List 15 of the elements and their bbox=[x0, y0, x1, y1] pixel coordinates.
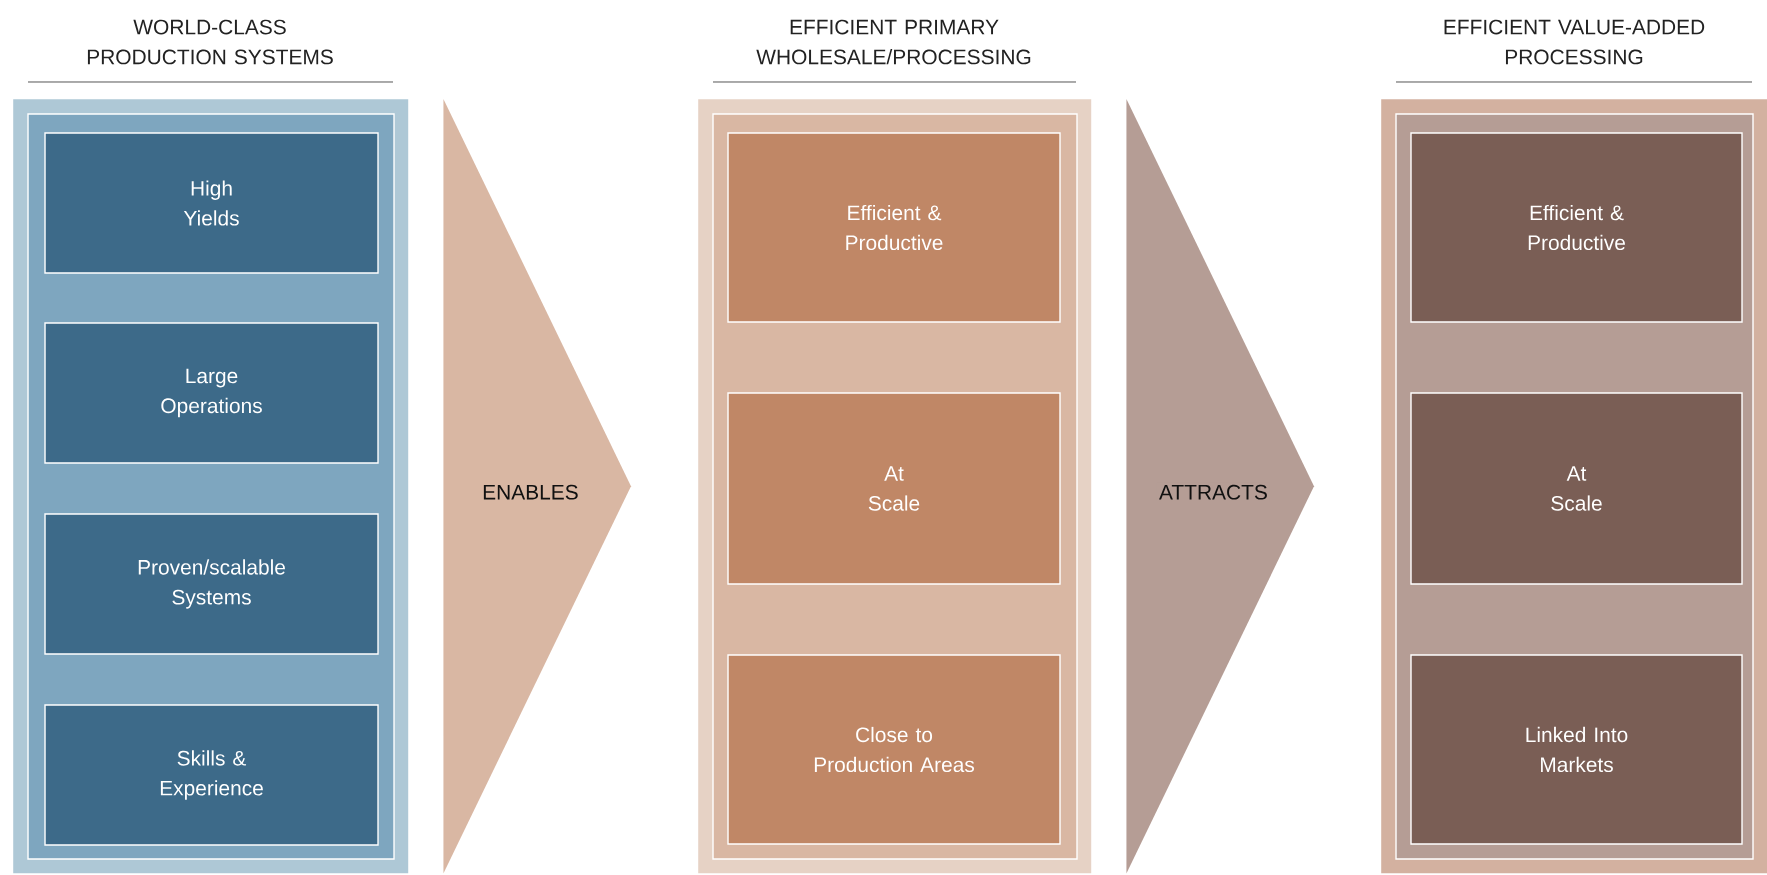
column-heading: EFFICIENT VALUE-ADDED PROCESSING bbox=[1444, 19, 1705, 65]
column-heading: EFFICIENT PRIMARY WHOLESALE/PROCESSING bbox=[756, 19, 1031, 65]
text-box: Efficient & Productive bbox=[1410, 132, 1743, 323]
text-box: Skills & Experience bbox=[44, 704, 379, 846]
text-box: Linked Into Markets bbox=[1410, 654, 1743, 845]
chevron-arrow bbox=[1126, 99, 1314, 874]
text-box: Large Operations bbox=[44, 322, 379, 464]
text-box: At Scale bbox=[1410, 392, 1743, 585]
text-box: Close to Production Areas bbox=[727, 654, 1061, 845]
column-heading: WORLD-CLASS PRODUCTION SYSTEMS bbox=[87, 19, 333, 65]
chevron-arrow bbox=[443, 99, 631, 874]
text-box: Efficient & Productive bbox=[727, 132, 1061, 323]
text-box: High Yields bbox=[44, 132, 379, 274]
text-box: At Scale bbox=[727, 392, 1061, 585]
text-box: Proven/scalable Systems bbox=[44, 513, 379, 655]
